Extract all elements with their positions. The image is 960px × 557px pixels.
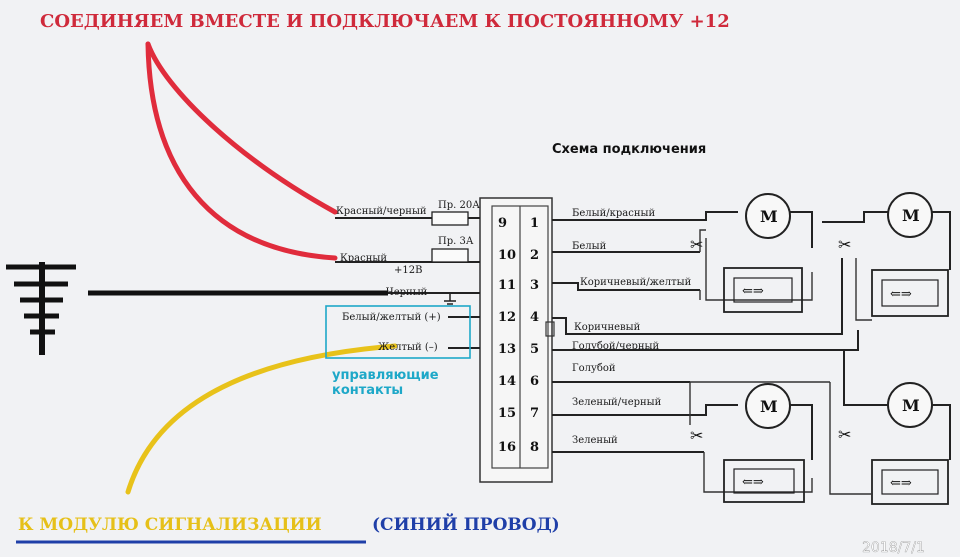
window-box (723, 459, 805, 503)
annotation-bottom-blue: (СИНИЙ ПРОВОД) (372, 513, 560, 535)
ground-icon (6, 262, 76, 355)
pin-15: 15 (498, 406, 516, 421)
pin-9: 9 (498, 216, 507, 231)
pin-5: 5 (530, 342, 539, 357)
motor-unit-2: M ⇐⇒ ✂ (822, 192, 951, 351)
control-label-2: контакты (332, 383, 403, 398)
label-black: Черный (386, 287, 428, 298)
motor-label: M (902, 206, 920, 225)
window-arrows: ⇐⇒ (890, 476, 912, 491)
wire-pin4 (552, 258, 843, 335)
switch-icon: ✂ (690, 235, 703, 254)
switch-icon: ✂ (838, 425, 851, 444)
motor-label: M (902, 396, 920, 415)
motor-icon (887, 192, 933, 238)
annotation-top: СОЕДИНЯЕМ ВМЕСТЕ И ПОДКЛЮЧАЕМ К ПОСТОЯНН… (40, 11, 730, 32)
switch-icon: ✂ (838, 235, 851, 254)
fuse-3a (431, 248, 469, 263)
pin-3: 3 (530, 278, 539, 293)
yellow-wire (125, 343, 398, 495)
label-white-red: Белый/красный (572, 208, 655, 219)
diagram-title: Схема подключения (552, 142, 706, 157)
label-yellow: Желтый (–) (378, 342, 438, 353)
pin-1: 1 (530, 216, 539, 231)
window-arrows: ⇐⇒ (890, 287, 912, 302)
pin-11: 11 (498, 278, 516, 293)
pin-10: 10 (498, 248, 516, 263)
label-blue-black: Голубой/черный (572, 341, 660, 352)
pin-16: 16 (498, 440, 516, 455)
label-red-black: Красный/черный (336, 206, 427, 217)
label-green: Зеленый (572, 435, 618, 446)
window-box (871, 269, 949, 317)
pin-12: 12 (498, 310, 516, 325)
label-white: Белый (572, 241, 607, 252)
pin-13: 13 (498, 342, 516, 357)
timestamp: 2018/7/1 (862, 540, 925, 556)
switch-icon: ✂ (690, 426, 703, 445)
red-wire-1 (145, 41, 338, 215)
motor-label: M (760, 397, 778, 416)
small-ground-icon (444, 293, 456, 305)
window-arrows: ⇐⇒ (742, 284, 764, 299)
fuse-20a (431, 211, 469, 226)
motor-unit-3: M ⇐⇒ ✂ (689, 382, 813, 503)
pin-6: 6 (530, 374, 539, 389)
motor-icon (745, 193, 791, 239)
fuse-3a-label: Пр. 3А (438, 236, 474, 247)
label-brown-yellow: Коричневый/желтый (580, 277, 692, 288)
pin-2: 2 (530, 248, 539, 263)
control-label-1: управляющие (332, 368, 439, 383)
pin-4: 4 (530, 310, 539, 325)
red-wire-2 (145, 41, 338, 261)
pin-7: 7 (530, 406, 539, 421)
label-blue: Голубой (572, 363, 616, 374)
wire-pin3 (552, 282, 700, 291)
window-box (871, 459, 949, 505)
motor-unit-4: M ⇐⇒ ✂ (690, 350, 951, 505)
motor-unit-1: M ⇐⇒ ✂ (690, 193, 813, 313)
pin-14: 14 (498, 374, 516, 389)
window-arrows: ⇐⇒ (742, 475, 764, 490)
pin-8: 8 (530, 440, 539, 455)
control-contacts-box (325, 305, 471, 359)
wire-pin1 (552, 211, 738, 221)
label-green-black: Зеленый/черный (572, 397, 662, 408)
pin4-resistor (545, 321, 555, 337)
annotation-bottom-yellow: К МОДУЛЮ СИГНАЛИЗАЦИИ (18, 515, 322, 535)
wire-pin7 (552, 404, 738, 416)
label-brown: Коричневый (574, 322, 641, 333)
label-red: Красный (340, 253, 387, 264)
plus12-label: +12В (394, 265, 422, 276)
label-white-yellow: Белый/желтый (+) (342, 312, 441, 323)
window-box (723, 267, 803, 313)
motor-label: M (760, 207, 778, 226)
fuse-20a-label: Пр. 20А (438, 200, 480, 211)
